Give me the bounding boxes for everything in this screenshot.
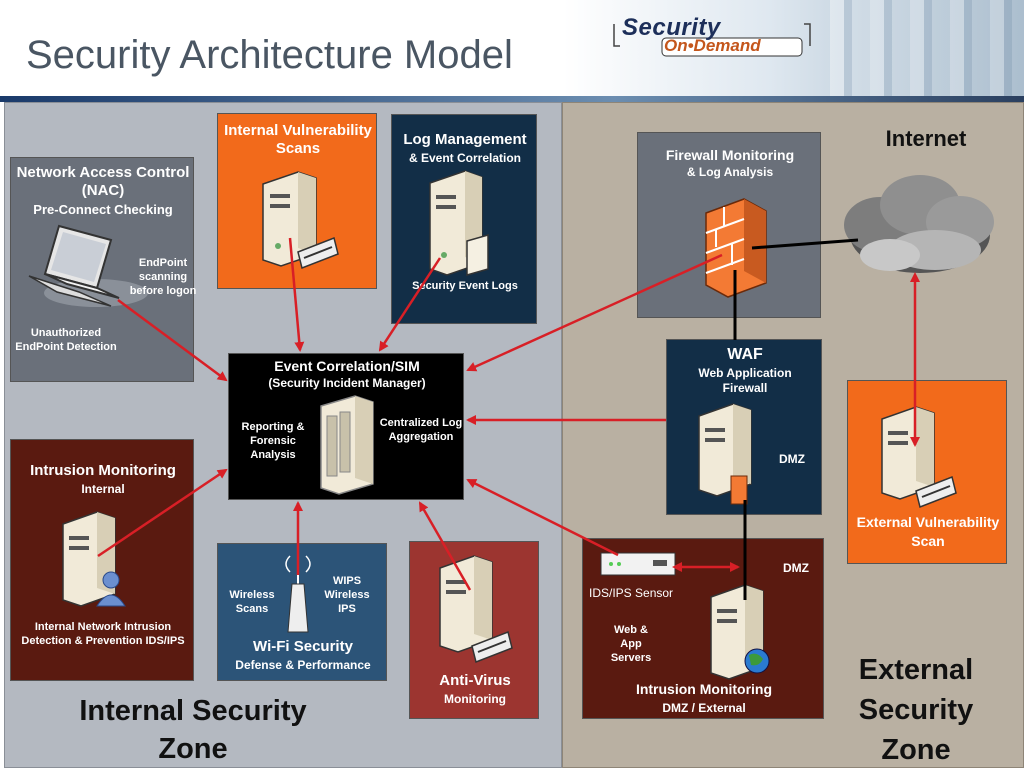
intrusion-internal-caption: Internal Network Intrusion Detection & P… [21, 621, 185, 647]
wifi-title: Wi-Fi Security [253, 638, 353, 655]
intrusion-monitoring-dmz-box: IDS/IPS Sensor DMZ Web & App Servers Int… [582, 538, 824, 719]
waf-box: WAF Web Application Firewall DMZ [666, 339, 822, 515]
anti-virus-title: Anti-Virus [439, 672, 511, 689]
waf-subtitle: Web Application Firewall [698, 366, 792, 395]
firewall-title: Firewall Monitoring [665, 147, 795, 163]
header-building-graphic [830, 0, 1024, 100]
ids-ips-sensor-label: IDS/IPS Sensor [589, 586, 674, 600]
ids-sensor-server-icon [600, 552, 770, 680]
nac-box: Network Access Control (NAC) Pre-Connect… [10, 157, 196, 382]
external-zone-label: External Security Zone [858, 654, 974, 766]
sim-reporting-label: Reporting & Forensic Analysis [241, 421, 305, 461]
wifi-security-box: Wireless Scans WIPS Wireless IPS Wi-Fi S… [217, 543, 387, 681]
anti-virus-box: Anti-Virus Monitoring [409, 541, 539, 719]
web-app-servers-label: Web & App Servers [610, 624, 652, 664]
external-vulnerability-scan-box: External Vulnerability Scan [847, 380, 1007, 564]
nac-note-scanning: EndPoint scanning before logon [129, 257, 197, 297]
logo-swoosh-icon [613, 23, 811, 57]
firewall-subtitle: & Log Analysis [686, 165, 774, 179]
intrusion-monitoring-internal-box: Intrusion Monitoring Internal Internal N… [10, 439, 194, 681]
nac-note-unauthorized: Unauthorized EndPoint Detection [15, 327, 117, 353]
server-scanner-icon [262, 171, 339, 270]
dmz-label: DMZ [783, 561, 809, 575]
external-vuln-scan-title: External Vulnerability Scan [856, 514, 1000, 549]
event-correlation-sim-box: Event Correlation/SIM (Security Incident… [228, 353, 464, 500]
waf-title: WAF [727, 346, 763, 363]
slide-header [0, 0, 1024, 100]
waf-dmz-label: DMZ [779, 452, 805, 466]
server-firewall-icon [698, 403, 752, 505]
log-management-title: Log Management [403, 131, 527, 148]
server-rack-icon [320, 395, 374, 495]
nac-subtitle: Pre-Connect Checking [33, 202, 173, 217]
logo-line2: On•Demand [664, 36, 761, 55]
server-log-icon [429, 170, 489, 276]
sim-log-aggregation-label: Centralized Log Aggregation [379, 417, 463, 443]
ivs-title: Internal Vulnerability Scans [224, 122, 372, 157]
sim-subtitle: (Security Incident Manager) [268, 376, 426, 390]
header-divider [0, 96, 1024, 102]
security-event-logs-label: Security Event Logs [412, 280, 518, 292]
sim-title: Event Correlation/SIM [274, 358, 420, 374]
log-management-subtitle: & Event Correlation [408, 151, 522, 165]
wifi-subtitle: Defense & Performance [235, 658, 371, 672]
log-management-box: Log Management & Event Correlation Secur… [391, 114, 537, 324]
nac-title: Network Access Control (NAC) [16, 164, 190, 199]
wireless-scans-label: Wireless Scans [229, 589, 275, 615]
intrusion-dmz-title: Intrusion Monitoring [635, 681, 773, 697]
internet-label: Internet [885, 126, 967, 151]
internal-zone-label: Internal Security Zone [79, 695, 307, 765]
page-title: Security Architecture Model [26, 33, 513, 77]
server-scanner-icon [881, 406, 957, 509]
anti-virus-subtitle: Monitoring [444, 692, 506, 706]
intrusion-dmz-subtitle: DMZ / External [662, 701, 746, 715]
logo-line1: Security [622, 14, 721, 41]
wips-label: WIPS Wireless IPS [324, 575, 370, 615]
internal-vulnerability-scans-box: Internal Vulnerability Scans [217, 113, 377, 289]
firewall-brick-icon [705, 198, 767, 298]
firewall-monitoring-box: Firewall Monitoring & Log Analysis [637, 132, 821, 318]
security-on-demand-logo: Security On•Demand [612, 14, 812, 58]
